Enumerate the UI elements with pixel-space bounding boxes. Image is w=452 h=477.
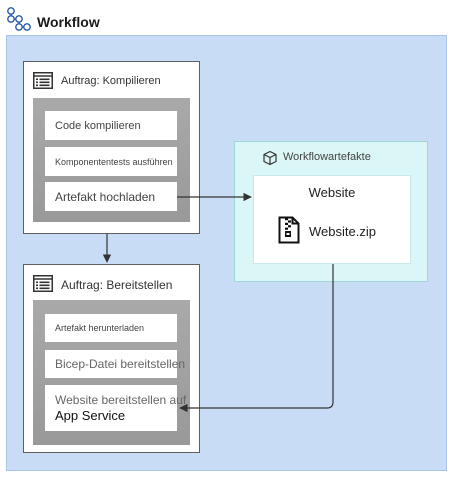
job-list-icon — [33, 72, 53, 89]
step-deploy-bicep: Bicep-Datei bereitstellen — [45, 350, 185, 378]
step-download-artifact: Artefakt herunterladen — [45, 314, 177, 342]
artifact-name: Website — [308, 185, 356, 200]
job-deploy-title: Auftrag: Bereitstellen — [61, 278, 173, 292]
step-compile-code: Code kompilieren — [45, 111, 177, 140]
zip-file-icon — [278, 216, 300, 244]
step-upload-artifact: Artefakt hochladen — [45, 182, 177, 211]
job-compile-title: Auftrag: Kompilieren — [61, 75, 161, 87]
package-icon — [262, 150, 278, 166]
step-deploy-website — [45, 385, 177, 431]
job-list-icon — [33, 275, 53, 292]
workflow-icon — [6, 6, 32, 32]
step-deploy-website-line1: Website bereitstellen auf — [55, 393, 187, 407]
step-deploy-website-line2: App Service — [55, 408, 126, 423]
arrow-artifacts-to-deploy-step — [179, 264, 334, 413]
step-run-unit-tests: Komponententests ausführen — [45, 147, 177, 176]
workflow-title: Workflow — [37, 14, 100, 30]
zip-file-name: Website.zip — [309, 224, 376, 239]
artifacts-title: Workflowartefakte — [283, 151, 371, 163]
